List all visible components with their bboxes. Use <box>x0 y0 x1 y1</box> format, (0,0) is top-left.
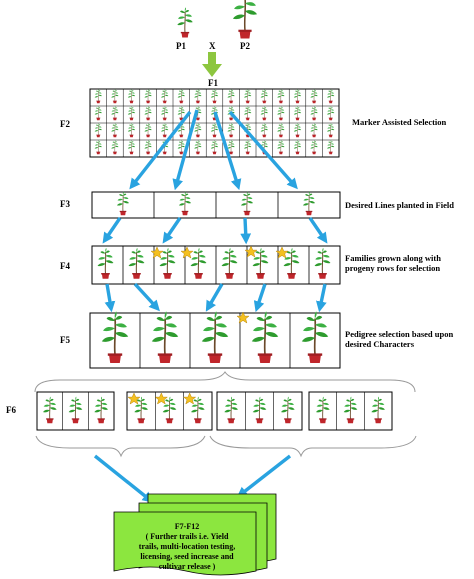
f4-label: F4 <box>60 261 70 271</box>
parent-p2-plant <box>232 0 258 40</box>
f5-label: F5 <box>60 335 70 345</box>
f2-plant-grid <box>89 88 340 158</box>
final-box-line-3: licensing, seed increase and <box>140 552 234 561</box>
brace-icon <box>34 371 416 393</box>
f3-label: F3 <box>60 199 70 209</box>
final-box-line-2: trails, multi-location testing, <box>138 542 236 551</box>
final-box-line-1: ( Further trails i.e. Yield <box>145 532 229 541</box>
f2-step-label: Marker Assisted Selection <box>352 117 447 127</box>
final-box-line-4: cultivar release ) <box>158 562 216 571</box>
cross-arrow-icon <box>202 52 222 77</box>
f6-families <box>36 391 393 431</box>
f6-family-box <box>216 391 303 431</box>
parent-p1-plant <box>176 6 194 38</box>
f1-label: F1 <box>208 78 218 88</box>
f6-family-box <box>126 391 213 431</box>
f6-family-box <box>36 391 115 431</box>
p1-label: P1 <box>176 41 186 51</box>
f2-label: F2 <box>60 119 70 129</box>
f6-family-box <box>308 391 393 431</box>
f4-step-label-1: Families grown along with <box>345 253 441 263</box>
lower-brace-icon <box>35 435 417 458</box>
f3-step-label: Desired Lines planted in Field <box>345 200 454 210</box>
cross-label: X <box>209 41 216 51</box>
f4-step-label-2: progeny rows for selection <box>345 263 441 273</box>
f5-step-label-1: Pedigree selection based upon <box>345 329 454 339</box>
final-box-text: F7-F12 ( Further trails i.e. Yield trail… <box>117 522 257 572</box>
final-box-title: F7-F12 <box>174 522 200 531</box>
f5-step-label-2: desired Characters <box>345 339 415 349</box>
f3-row <box>91 191 341 219</box>
f5-row <box>89 310 341 369</box>
f6-label: F6 <box>6 405 16 415</box>
selection-arrows <box>93 109 328 503</box>
p2-label: P2 <box>240 41 250 51</box>
f4-row <box>91 245 341 285</box>
final-document-stack-icon <box>113 493 277 576</box>
